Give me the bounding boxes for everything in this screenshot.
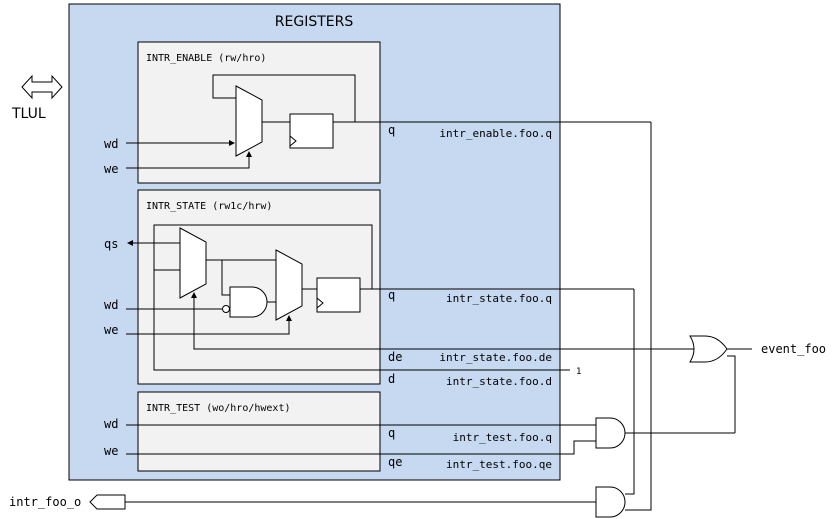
intr-state-de-wire — [191, 292, 696, 350]
intr-state-q-signal: intr_state.foo.q — [446, 292, 552, 305]
intr-test-and-gate — [595, 417, 626, 449]
event-foo-label: event_foo — [761, 342, 826, 356]
intr-state-wd-label: wd — [104, 298, 118, 312]
intr-foo-o-label: intr_foo_o — [9, 495, 81, 509]
tlul-bus-icon — [21, 74, 63, 100]
intr-state-and-gate — [229, 286, 268, 318]
intr-state-feedback-wire — [153, 224, 570, 371]
intr-enable-q-port: q — [388, 123, 395, 137]
intr-enable-wd-label: wd — [104, 137, 118, 151]
intr-test-register — [137, 391, 381, 472]
intr-state-flop — [316, 277, 361, 313]
intr-state-we-label: we — [104, 323, 118, 337]
intr-test-q-port: q — [388, 426, 395, 440]
tlul-label: TLUL — [11, 106, 46, 122]
intr-output-and-gate — [595, 486, 626, 518]
intr-enable-we-wire — [126, 151, 252, 169]
intr-state-de-signal: intr_state.foo.de — [439, 351, 552, 364]
intr-state-flop-clock-icon — [316, 297, 324, 309]
intr-enable-q-signal: intr_enable.foo.q — [439, 127, 552, 140]
event-or-gate — [689, 335, 728, 363]
intr-enable-title: INTR_ENABLE (rw/hro) — [146, 53, 266, 64]
intr-state-d-signal: intr_state.foo.d — [446, 375, 552, 388]
intr-state-de-mux — [179, 227, 207, 299]
enable-to-output-and-wire — [625, 122, 652, 511]
intr-state-invert-bubble — [222, 305, 230, 313]
intr-state-qs-label: qs — [104, 237, 118, 251]
intr-test-qe-port: qe — [388, 455, 402, 469]
intr-state-de-port: de — [388, 350, 402, 364]
intr-test-wd-label: wd — [104, 417, 118, 431]
intr-enable-feedback-wire — [212, 74, 356, 122]
intr-test-title: INTR_TEST (wo/hro/hwext) — [146, 403, 291, 414]
intr-enable-mux — [235, 85, 263, 157]
or-feedback-wire — [727, 355, 736, 433]
intr-state-we-mux — [275, 249, 303, 321]
state-to-output-and-wire — [625, 289, 635, 495]
intr-state-q-port: q — [388, 288, 395, 302]
intr-test-q-signal: intr_test.foo.q — [453, 431, 552, 444]
intr-foo-o-port-icon — [89, 494, 126, 510]
intr-state-title: INTR_STATE (rw1c/hrw) — [146, 201, 272, 212]
intr-test-we-wire — [126, 440, 596, 455]
intr-test-qe-signal: intr_test.foo.qe — [446, 458, 552, 471]
constant-one-label: 1 — [576, 367, 581, 377]
intr-test-we-label: we — [104, 444, 118, 458]
intr-enable-flop — [289, 113, 334, 149]
register-file-title: REGISTERS — [275, 14, 354, 30]
intr-state-mux1-out-wire — [206, 259, 230, 296]
intr-state-d-port: d — [388, 372, 395, 386]
intr-state-we-wire — [126, 315, 292, 335]
intr-enable-flop-clock-icon — [289, 135, 297, 147]
intr-enable-we-label: we — [104, 162, 118, 176]
